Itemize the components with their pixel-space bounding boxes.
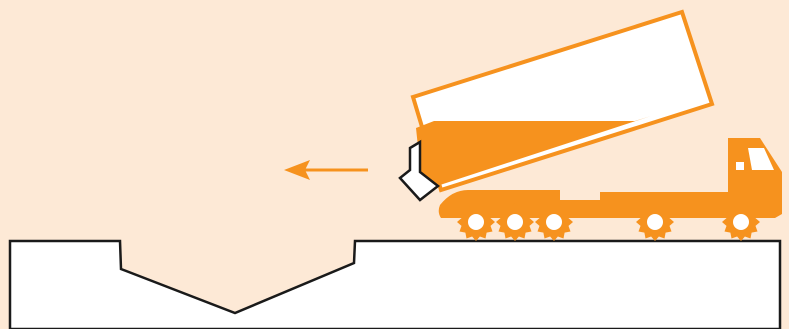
dump-bed xyxy=(410,9,715,193)
wheel-gear-icon xyxy=(535,203,573,241)
wheel-gear-icon xyxy=(722,203,760,241)
dump-bed-load xyxy=(416,116,651,185)
tailgate xyxy=(398,139,441,202)
truck-light xyxy=(736,162,744,170)
direction-arrow-icon xyxy=(284,160,368,180)
cab-window xyxy=(748,148,774,170)
wheels-group xyxy=(457,203,760,241)
truck-chassis xyxy=(438,138,782,218)
wheel-gear-icon xyxy=(496,203,534,241)
wheel-gear-icon xyxy=(457,203,495,241)
truck-body xyxy=(438,138,782,218)
wheel-gear-icon xyxy=(636,203,674,241)
ground-with-pit xyxy=(8,239,782,329)
